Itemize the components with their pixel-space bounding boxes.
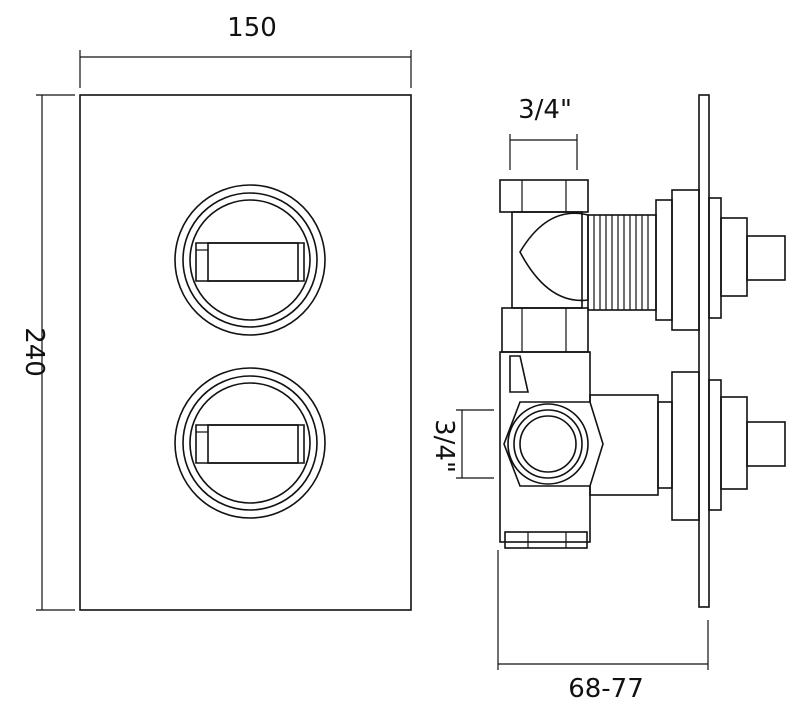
height-dimension: 240 [19,94,75,611]
faceplate [79,94,412,611]
height-label: 240 [19,327,49,377]
top-inlet-fitting [499,179,589,353]
depth-dimension: 68-77 [497,550,709,704]
front-view: 150 240 [19,13,412,611]
upper-control-knob [174,184,326,336]
width-dimension: 150 [79,13,412,88]
lower-spindle [671,371,786,521]
top-inlet-label: 3/4" [518,95,572,125]
top-inlet-dimension: 3/4" [509,95,578,170]
side-outlet-dimension: 3/4" [429,409,494,479]
wall-plate [698,94,710,608]
upper-spindle [655,189,786,331]
side-outlet-nut [503,401,604,487]
side-outlet-label: 3/4" [429,419,459,473]
lower-control-knob [174,367,326,519]
width-label: 150 [227,13,277,43]
side-view: 3/4" 3/4" 68-77 [429,94,786,704]
threaded-stem [587,214,657,311]
depth-label: 68-77 [568,674,644,704]
